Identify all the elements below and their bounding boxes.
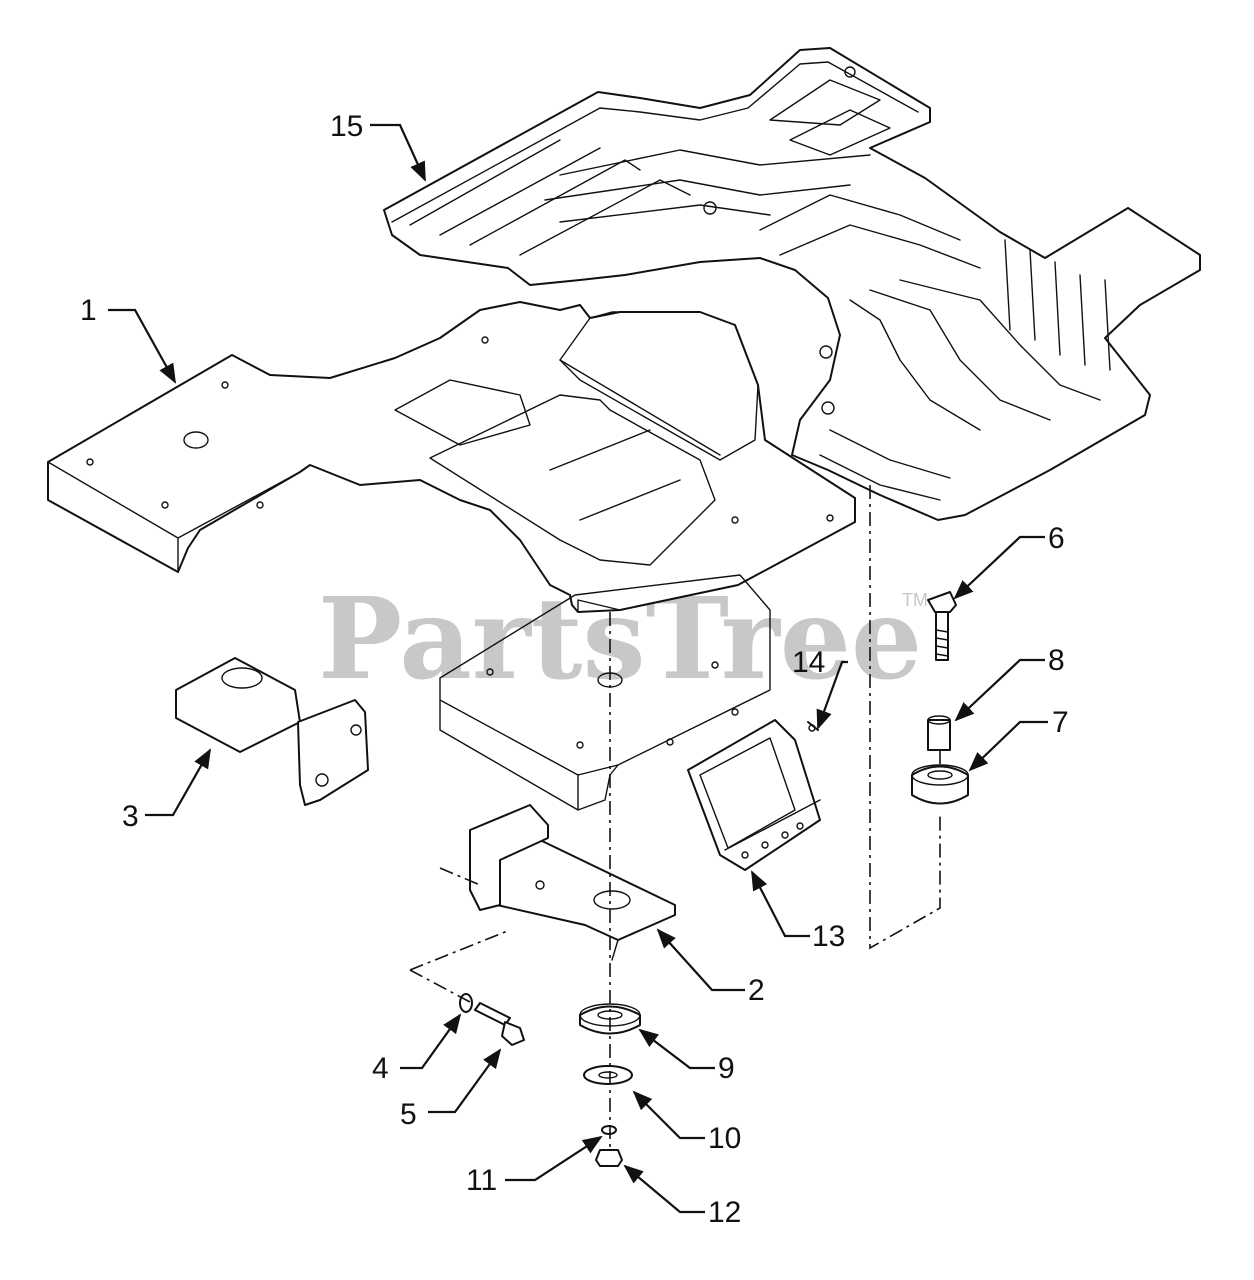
part-6-bolt [927,591,957,661]
callout-labels: 1 2 3 4 5 6 7 8 9 10 11 12 13 14 15 [80,110,1069,1229]
part-4-washer [459,993,473,1013]
part-7-bushing [911,764,969,805]
assembly-centerlines [409,485,941,1148]
part-2-lower-bracket [469,804,676,961]
part-13-control-box [687,719,821,871]
watermark-trademark: TM [902,590,928,610]
callout-11: 11 [466,1164,497,1197]
callout-14: 14 [792,646,825,679]
callout-12: 12 [708,1196,741,1229]
callout-6: 6 [1048,522,1065,555]
part-14-screw [807,721,819,732]
part-10-washer [583,1065,633,1085]
callout-2: 2 [748,974,765,1007]
part-3-left-bracket [175,657,369,806]
callout-9: 9 [718,1052,735,1085]
leader-lines [108,123,1048,1214]
part-11-lock-washer [601,1125,617,1135]
callout-5: 5 [400,1098,417,1131]
part-15-floor-mat [383,47,1201,521]
part-12-nut [595,1149,623,1167]
part-5-bolt [474,1002,525,1046]
callout-13: 13 [812,920,845,953]
callout-3: 3 [122,800,139,833]
callout-7: 7 [1052,706,1069,739]
callout-4: 4 [372,1052,389,1085]
callout-10: 10 [708,1122,741,1155]
part-1-main-platform [47,301,856,811]
callout-8: 8 [1048,644,1065,677]
callout-1: 1 [80,294,97,327]
part-8-spacer [927,715,951,751]
callout-15: 15 [330,110,363,143]
